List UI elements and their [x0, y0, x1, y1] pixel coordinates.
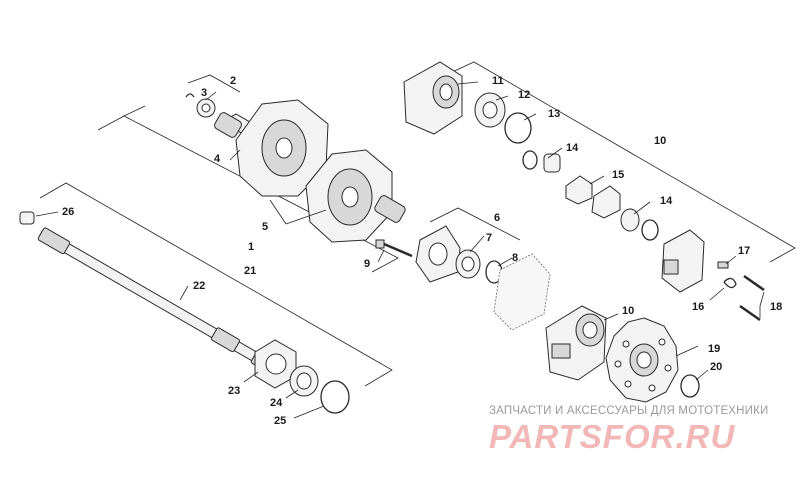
callout-13: 13 [548, 108, 560, 120]
part-15-bracket-a [565, 175, 593, 205]
part-12-ring [504, 112, 532, 144]
watermark-subtitle: ЗАПЧАСТИ И АКСЕССУАРЫ ДЛЯ МОТОТЕХНИКИ [489, 405, 769, 417]
callout-16: 16 [692, 301, 704, 313]
part-10-housing-lower [545, 305, 607, 381]
part-10-housing-upper [403, 61, 463, 135]
callout-20: 20 [710, 361, 722, 373]
group-bracket-10 [449, 61, 796, 263]
part-3-clip [185, 93, 195, 98]
callout-12: 12 [518, 89, 530, 101]
callout-14-lower: 14 [660, 195, 673, 207]
part-6-flange [415, 225, 461, 283]
callout-21: 21 [244, 265, 256, 277]
part-2-seal [196, 98, 216, 118]
part-20-snap-ring [680, 374, 700, 398]
callout-10-upper: 10 [654, 135, 666, 147]
callout-5: 5 [262, 221, 268, 233]
part-11-bearing [474, 92, 506, 128]
group-bracket-6 [429, 207, 521, 241]
callout-9: 9 [364, 258, 370, 270]
part-7-seal [455, 249, 481, 279]
part-14-spacer-b [620, 208, 659, 241]
part-17-pin [717, 261, 729, 269]
part-25-ring [320, 380, 350, 414]
part-16-caliper [661, 229, 705, 293]
part-22-shaft [37, 227, 279, 375]
part-26-cap [19, 211, 35, 225]
callout-26: 26 [62, 206, 74, 218]
group-bracket-2 [187, 74, 241, 93]
part-24-bearing [289, 365, 319, 397]
part-18-bolts [739, 274, 765, 322]
callout-4: 4 [214, 153, 221, 165]
part-15-bracket-b [591, 185, 621, 219]
part-23-housing [254, 339, 297, 389]
callout-19: 19 [708, 343, 720, 355]
group-bracket-21 [39, 182, 393, 387]
callout-17: 17 [738, 245, 750, 257]
gasket [493, 253, 551, 331]
leader-lines [35, 81, 765, 419]
callout-22: 22 [193, 280, 205, 292]
callout-24: 24 [270, 397, 283, 409]
part-16-clip [723, 277, 737, 289]
shaft-spline-end [374, 195, 406, 223]
part-5-sprocket-b [305, 149, 393, 243]
callout-11: 11 [492, 75, 504, 87]
watermark-logo: PARTSFOR.RU [489, 418, 736, 455]
callout-14-upper: 14 [566, 142, 579, 154]
callout-15: 15 [612, 169, 624, 181]
callout-25: 25 [274, 415, 286, 427]
callout-8: 8 [512, 252, 518, 264]
part-9-bolt [375, 239, 413, 258]
part-5-sprocket-a [235, 99, 329, 197]
part-14-spacer-a [522, 150, 561, 173]
callout-10-lower: 10 [622, 305, 634, 317]
callout-2: 2 [230, 75, 236, 87]
callout-18: 18 [770, 301, 782, 313]
callout-3: 3 [201, 87, 207, 99]
part-19-sprocket-disc [605, 317, 679, 403]
callout-23: 23 [228, 385, 240, 397]
callout-labels: 1 2 3 4 5 6 7 8 9 10 10 11 12 13 14 14 1… [62, 75, 782, 427]
callout-1: 1 [248, 241, 254, 253]
callout-7: 7 [486, 232, 492, 244]
callout-6: 6 [494, 212, 500, 224]
